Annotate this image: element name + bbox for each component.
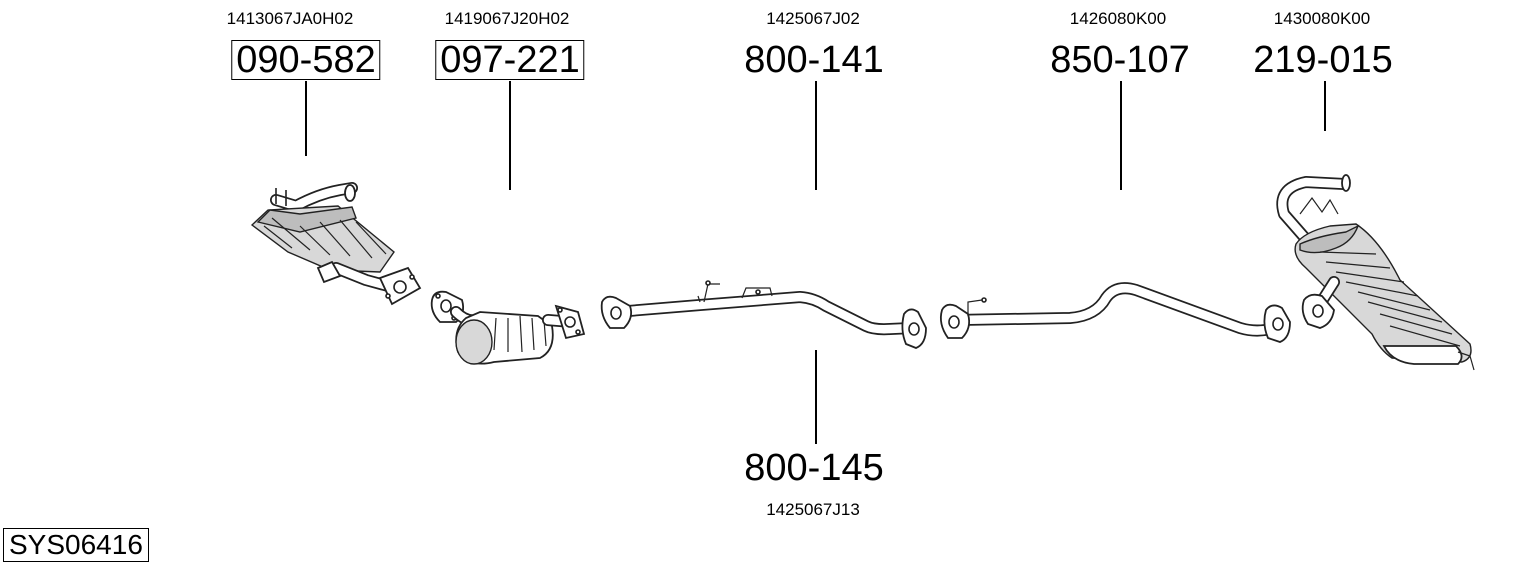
part-number-label[interactable]: 219-015 [1253,39,1393,81]
front-pipe-drawing[interactable] [250,182,422,306]
part-number-label[interactable]: 850-107 [1050,39,1190,81]
part-number-label[interactable]: 097-221 [435,40,585,80]
catalyst-drawing[interactable] [430,290,586,365]
intermediate-pipe-drawing[interactable] [939,282,1291,343]
part-number-label[interactable]: 800-145 [744,447,884,489]
oem-number: 1430080K00 [1273,9,1371,28]
rear-silencer-drawing[interactable] [1276,174,1475,371]
system-code-label: SYS06416 [3,528,149,562]
oem-number: 1426080K00 [1069,9,1167,28]
oem-number: 1425067J02 [766,9,860,28]
part-number-label[interactable]: 090-582 [231,40,381,80]
middle-pipe-drawing[interactable] [600,280,927,349]
part-number-label[interactable]: 800-141 [744,39,884,81]
oem-number: 1419067J20H02 [444,9,570,28]
oem-number: 1425067J13 [766,500,860,519]
oem-number: 1413067JA0H02 [226,9,354,28]
